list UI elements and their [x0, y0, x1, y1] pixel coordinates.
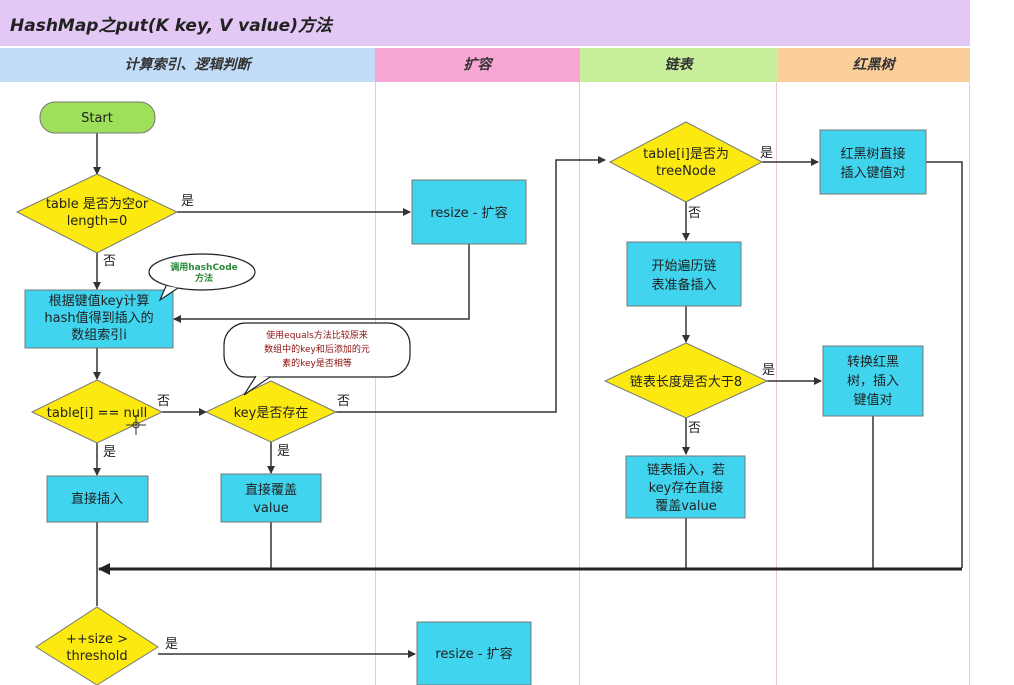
lane-linkedlist	[580, 82, 777, 685]
cover-label-1: 直接覆盖	[245, 482, 297, 498]
edge-label-yes: 是	[762, 363, 775, 378]
hash-label-2: hash值得到插入的	[44, 310, 153, 326]
process-resize-1	[411, 179, 527, 245]
process-list-insert	[625, 455, 746, 519]
lane-resize	[376, 82, 580, 685]
edge-label-yes: 是	[165, 637, 178, 652]
cover-label-2: value	[253, 501, 289, 516]
crosshair-cursor-icon	[126, 415, 146, 435]
process-compute-hash	[24, 289, 174, 349]
connectors	[93, 133, 963, 658]
edge-label-yes: 是	[103, 445, 116, 460]
dtbl-label: table[i] == null	[47, 406, 147, 421]
edge-label-yes: 是	[760, 146, 773, 161]
dtree-label-1: table[i]是否为	[643, 147, 729, 162]
dlen-label: 链表长度是否大于8	[630, 374, 742, 390]
note-hashcode-bubble	[148, 253, 256, 291]
decision-table-null	[30, 379, 164, 444]
dsize-label-2: threshold	[66, 649, 127, 664]
d1-label-2: length=0	[67, 214, 128, 229]
list-label-2: key存在直接	[649, 480, 724, 496]
hash-label-1: 根据键值key计算	[49, 293, 150, 309]
decision-table-empty	[15, 173, 179, 254]
start-label: Start	[81, 111, 113, 126]
d1-label-1: table 是否为空or	[46, 197, 149, 212]
start-node	[39, 101, 156, 134]
convert-label-1: 转换红黑	[847, 354, 899, 370]
note-equals-2: 数组中的key和后添加的元	[264, 343, 370, 355]
hash-label-3: 数组索引i	[71, 328, 127, 343]
note-hashcode-1: 调用hashCode	[170, 261, 238, 273]
process-resize-2	[416, 621, 532, 685]
decision-is-treenode	[608, 121, 764, 203]
edge-label-no: 否	[688, 421, 701, 436]
list-label-1: 链表插入，若	[647, 462, 725, 478]
note-equals-1: 使用equals方法比较原来	[266, 329, 368, 341]
note-equals-3: 素的key是否相等	[282, 357, 352, 369]
lane-header-index: 计算索引、逻辑判断	[0, 48, 375, 82]
process-convert-rb	[822, 345, 924, 417]
traverse-label-2: 表准备插入	[651, 277, 716, 293]
note-hashcode-2: 方法	[195, 272, 213, 284]
lane-header-redblack: 红黑树	[777, 48, 970, 82]
process-start-traverse	[626, 241, 742, 307]
edge-label-no: 否	[103, 254, 116, 269]
process-cover-value	[220, 473, 322, 523]
resize2-label: resize - 扩容	[435, 646, 512, 662]
decision-key-exists	[204, 380, 338, 443]
lane-header-linkedlist: 链表	[580, 48, 777, 82]
edge-label-no: 否	[337, 394, 350, 409]
rb-label-2: 插入键值对	[840, 165, 905, 181]
resize1-label: resize - 扩容	[430, 205, 507, 221]
convert-label-3: 键值对	[853, 392, 892, 408]
edge-rb-merge	[926, 161, 963, 568]
dtree-label-2: treeNode	[656, 164, 716, 179]
lane-header-resize: 扩容	[375, 48, 580, 82]
edge-label-yes: 是	[277, 444, 290, 459]
dkey-label: key是否存在	[234, 406, 309, 421]
decision-list-length	[603, 342, 769, 419]
direct-label: 直接插入	[71, 491, 123, 507]
diagram-title: HashMap之put(K key, V value)方法	[10, 16, 332, 36]
note-equals-bubble	[223, 322, 411, 378]
edge-resize-hash	[173, 244, 470, 323]
lane-redblack	[777, 82, 970, 685]
edge-label-no: 否	[157, 394, 170, 409]
rb-label-1: 红黑树直接	[840, 146, 905, 162]
lane-index	[0, 82, 376, 685]
traverse-label-1: 开始遍历链	[651, 258, 716, 274]
convert-label-2: 树，插入	[847, 374, 899, 389]
decision-size-threshold	[35, 606, 159, 685]
note-hashcode-tail	[158, 285, 179, 302]
note-equals-tail	[243, 375, 271, 396]
process-direct-insert	[46, 475, 149, 523]
edge-label-yes: 是	[181, 194, 194, 209]
edge-dkey-dtree	[336, 156, 606, 413]
title-bar: HashMap之put(K key, V value)方法	[0, 0, 970, 46]
edge-label-no: 否	[688, 206, 701, 221]
dsize-label-1: ++size >	[66, 632, 128, 647]
list-label-3: 覆盖value	[655, 499, 717, 514]
process-rb-insert	[819, 129, 927, 195]
